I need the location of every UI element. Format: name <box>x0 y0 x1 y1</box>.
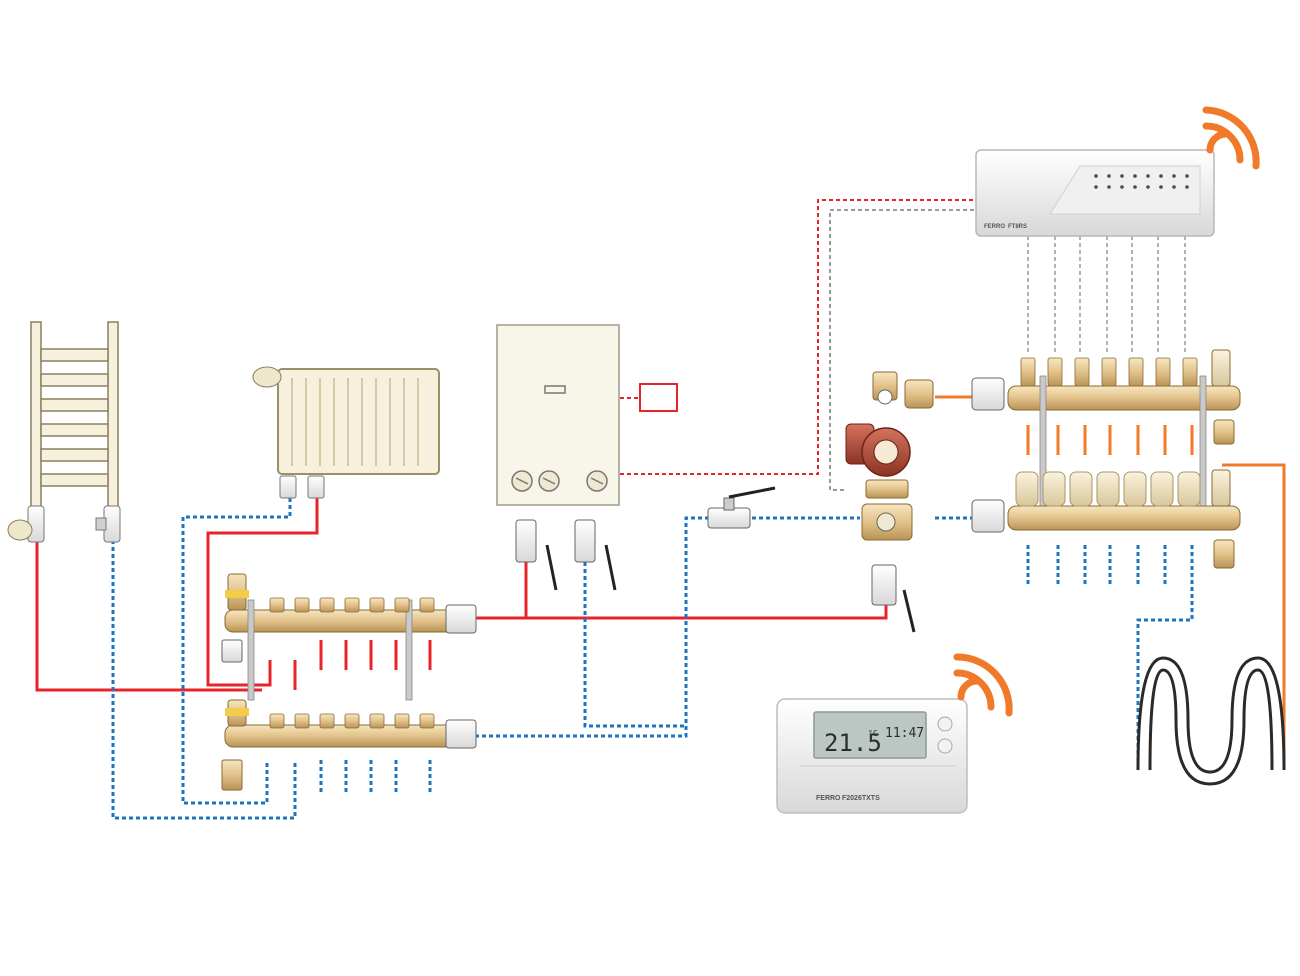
controller-led <box>1172 174 1176 178</box>
wall-boiler-icon <box>496 324 620 591</box>
pipe-network <box>35 199 1286 820</box>
underfloor-loop-inner <box>1148 668 1274 786</box>
controller-led <box>1185 185 1189 189</box>
sensor-box-icon <box>639 383 678 412</box>
controller-led <box>1133 174 1137 178</box>
wireless-signal-icon <box>1202 106 1260 170</box>
return-pipe-radiator <box>181 498 292 805</box>
thermostat-model-label: F2026TXTS <box>842 795 880 802</box>
controller-led <box>1172 185 1176 189</box>
controller-led <box>1120 174 1124 178</box>
wireless-thermostat-icon: 21.5 °C 11:47 FERRO F2026TXTS <box>776 698 968 814</box>
towel-radiator-icon <box>7 321 121 543</box>
floor-manifold-supply <box>971 349 1241 527</box>
controller-led-row <box>1094 174 1189 189</box>
controller-led <box>1107 185 1111 189</box>
thermostat-brand-label: FERRO <box>816 795 841 802</box>
controller-led <box>1133 185 1137 189</box>
supply-pipe-radiator <box>206 498 319 687</box>
floor-loop-supply <box>1222 463 1286 770</box>
thermostat-signal-icon <box>953 653 1013 717</box>
floor-loop-return <box>1136 545 1194 770</box>
controller-brand-label: FERRO <box>984 224 1005 230</box>
floor-supply-stubs <box>1026 425 1194 455</box>
floor-manifold-return <box>971 469 1241 569</box>
radiator-manifold-return <box>221 699 477 791</box>
controller-led <box>1094 185 1098 189</box>
radiator-manifold-supply <box>221 573 477 701</box>
controller-led <box>1146 174 1150 178</box>
actuator-wires <box>1027 236 1186 355</box>
panel-radiator-icon <box>252 366 440 499</box>
circulation-pump-icon <box>845 371 934 633</box>
boiler-control-wire <box>620 199 976 475</box>
wireless-controller-icon: FERRO FT8RS <box>975 149 1215 237</box>
thermostat-down-button[interactable] <box>937 738 953 754</box>
controller-led <box>1146 185 1150 189</box>
return-pipe-towel <box>111 540 297 820</box>
supply-pipe-towel <box>35 540 262 692</box>
return-boiler-pipe <box>583 555 686 728</box>
thermostat-up-button[interactable] <box>937 716 953 732</box>
supply-outlet-stubs <box>319 640 432 670</box>
controller-led <box>1120 185 1124 189</box>
controller-led <box>1107 174 1111 178</box>
controller-led <box>1185 174 1189 178</box>
floor-return-stubs <box>1026 545 1167 585</box>
controller-led <box>1159 185 1163 189</box>
controller-led <box>1159 174 1163 178</box>
controller-led <box>1094 174 1098 178</box>
return-outlet-stubs <box>319 760 432 792</box>
supply-main-pipe <box>475 598 888 620</box>
thermostat-temperature: 21.5 <box>824 729 882 757</box>
ball-valve-icon <box>707 486 776 529</box>
thermostat-temp-unit: °C <box>868 729 878 738</box>
return-main-pipe <box>475 516 710 738</box>
thermostat-time: 11:47 <box>885 726 924 741</box>
underfloor-loop-icon <box>1136 656 1286 774</box>
pump-control-wire <box>829 209 976 491</box>
controller-model-label: FT8RS <box>1008 224 1027 230</box>
